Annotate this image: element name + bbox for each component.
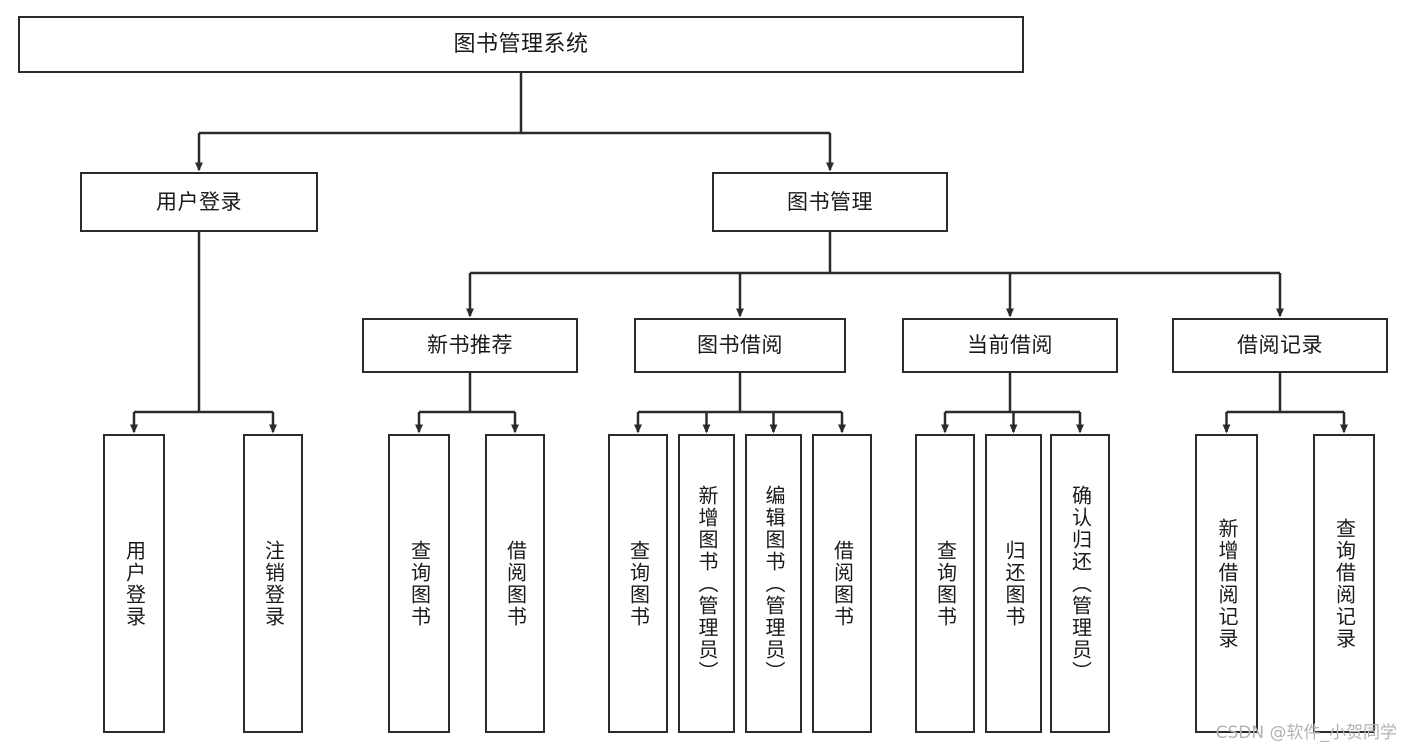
node-label: 借阅记录 [1237, 333, 1323, 358]
node-l2_1[interactable]: 图书借阅 [634, 318, 846, 373]
node-label: 查询图书 [407, 539, 432, 628]
node-leaf_2[interactable]: 查询图书 [388, 434, 450, 733]
node-label: 图书借阅 [697, 333, 783, 358]
node-leaf_4[interactable]: 查询图书 [608, 434, 668, 733]
node-leaf_7[interactable]: 借阅图书 [812, 434, 872, 733]
node-l1_0[interactable]: 用户登录 [80, 172, 318, 232]
node-label: 借阅图书 [830, 539, 855, 628]
node-label: 新书推荐 [427, 333, 513, 358]
node-leaf_5[interactable]: 新增图书（管理员） [678, 434, 735, 733]
node-leaf_11[interactable]: 新增借阅记录 [1195, 434, 1258, 733]
node-label: 图书管理 [787, 189, 873, 214]
node-l2_0[interactable]: 新书推荐 [362, 318, 578, 373]
node-label: 查询图书 [626, 539, 651, 628]
node-label: 编辑图书（管理员） [762, 484, 786, 683]
node-leaf_8[interactable]: 查询图书 [915, 434, 975, 733]
node-leaf_0[interactable]: 用户登录 [103, 434, 165, 733]
node-label: 用户登录 [122, 539, 147, 628]
node-leaf_3[interactable]: 借阅图书 [485, 434, 545, 733]
node-label: 确认归还（管理员） [1068, 484, 1093, 683]
node-label: 借阅图书 [503, 539, 528, 628]
node-leaf_6[interactable]: 编辑图书（管理员） [745, 434, 802, 733]
node-leaf_10[interactable]: 确认归还（管理员） [1050, 434, 1110, 733]
node-label: 用户登录 [156, 189, 242, 214]
node-leaf_9[interactable]: 归还图书 [985, 434, 1042, 733]
node-root[interactable]: 图书管理系统 [18, 16, 1024, 73]
node-label: 注销登录 [261, 539, 286, 628]
node-leaf_1[interactable]: 注销登录 [243, 434, 303, 733]
node-label: 新增图书（管理员） [695, 484, 719, 683]
node-label: 新增借阅记录 [1215, 517, 1239, 650]
node-label: 图书管理系统 [453, 31, 589, 57]
node-leaf_12[interactable]: 查询借阅记录 [1313, 434, 1375, 733]
node-l2_3[interactable]: 借阅记录 [1172, 318, 1388, 373]
node-label: 当前借阅 [967, 333, 1053, 358]
node-l2_2[interactable]: 当前借阅 [902, 318, 1118, 373]
node-l1_1[interactable]: 图书管理 [712, 172, 948, 232]
watermark: CSDN @软件_小贺同学 [1215, 723, 1397, 743]
node-label: 查询借阅记录 [1332, 517, 1357, 650]
node-label: 归还图书 [1002, 539, 1026, 628]
node-label: 查询图书 [933, 539, 958, 628]
